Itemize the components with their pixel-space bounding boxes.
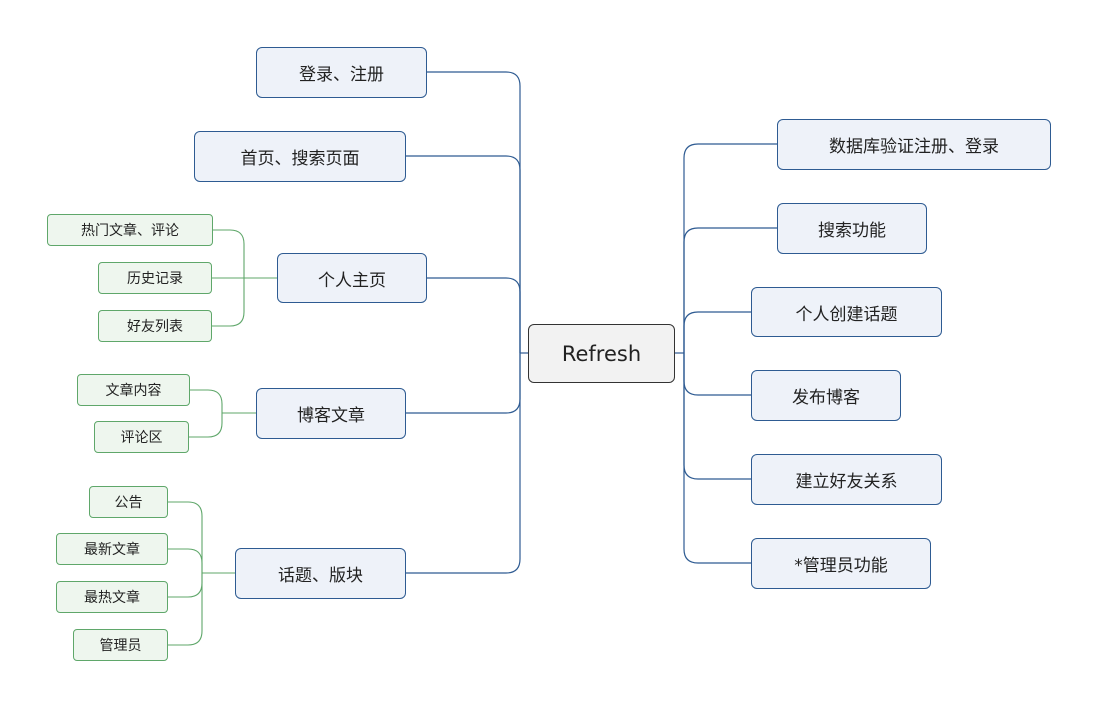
edge-left-branch-1 xyxy=(406,155,521,353)
edge-blog-article-sub-0 xyxy=(190,389,223,413)
sub-node-article-content[interactable]: 文章内容 xyxy=(77,374,190,406)
left-branch-home-search[interactable]: 首页、搜索页面 xyxy=(194,131,406,182)
left-branch-topic-board[interactable]: 话题、版块 xyxy=(235,548,406,599)
edge-left-branch-4 xyxy=(406,353,521,574)
edge-right-branch-3 xyxy=(683,353,751,396)
edge-personal-home-sub-2 xyxy=(212,278,245,327)
edge-right-branch-0 xyxy=(683,143,777,353)
sub-node-latest-articles[interactable]: 最新文章 xyxy=(56,533,168,565)
right-branch-db-auth[interactable]: 数据库验证注册、登录 xyxy=(777,119,1051,170)
right-branch-search-function[interactable]: 搜索功能 xyxy=(777,203,927,254)
edge-right-branch-2 xyxy=(683,311,751,353)
right-branch-friend-relation[interactable]: 建立好友关系 xyxy=(751,454,942,505)
left-branch-blog-article[interactable]: 博客文章 xyxy=(256,388,406,439)
sub-node-hot-articles[interactable]: 热门文章、评论 xyxy=(47,214,213,246)
left-branch-personal-home[interactable]: 个人主页 xyxy=(277,253,427,303)
edge-left-branch-3 xyxy=(406,353,521,414)
sub-node-hottest-articles[interactable]: 最热文章 xyxy=(56,581,168,613)
edge-left-branch-0 xyxy=(427,71,521,353)
sub-node-announcement[interactable]: 公告 xyxy=(89,486,168,518)
sub-node-admin[interactable]: 管理员 xyxy=(73,629,168,661)
edge-topic-board-sub-0 xyxy=(168,501,203,573)
edge-blog-article-sub-1 xyxy=(189,413,223,438)
sub-node-history[interactable]: 历史记录 xyxy=(98,262,212,294)
left-branch-login-register[interactable]: 登录、注册 xyxy=(256,47,427,98)
edge-right-branch-4 xyxy=(683,353,751,480)
edge-right-branch-5 xyxy=(683,353,751,564)
edge-topic-board-sub-3 xyxy=(168,573,203,646)
right-branch-admin-function[interactable]: *管理员功能 xyxy=(751,538,931,589)
sub-node-comment-area[interactable]: 评论区 xyxy=(94,421,189,453)
right-branch-publish-blog[interactable]: 发布博客 xyxy=(751,370,901,421)
edge-right-branch-1 xyxy=(683,227,777,353)
sub-node-friend-list[interactable]: 好友列表 xyxy=(98,310,212,342)
right-branch-create-topic[interactable]: 个人创建话题 xyxy=(751,287,942,337)
edge-personal-home-sub-0 xyxy=(213,229,245,278)
edge-left-branch-2 xyxy=(427,277,521,353)
edge-topic-board-sub-1 xyxy=(168,548,203,573)
root-node[interactable]: Refresh xyxy=(528,324,675,383)
edge-topic-board-sub-2 xyxy=(168,573,203,598)
